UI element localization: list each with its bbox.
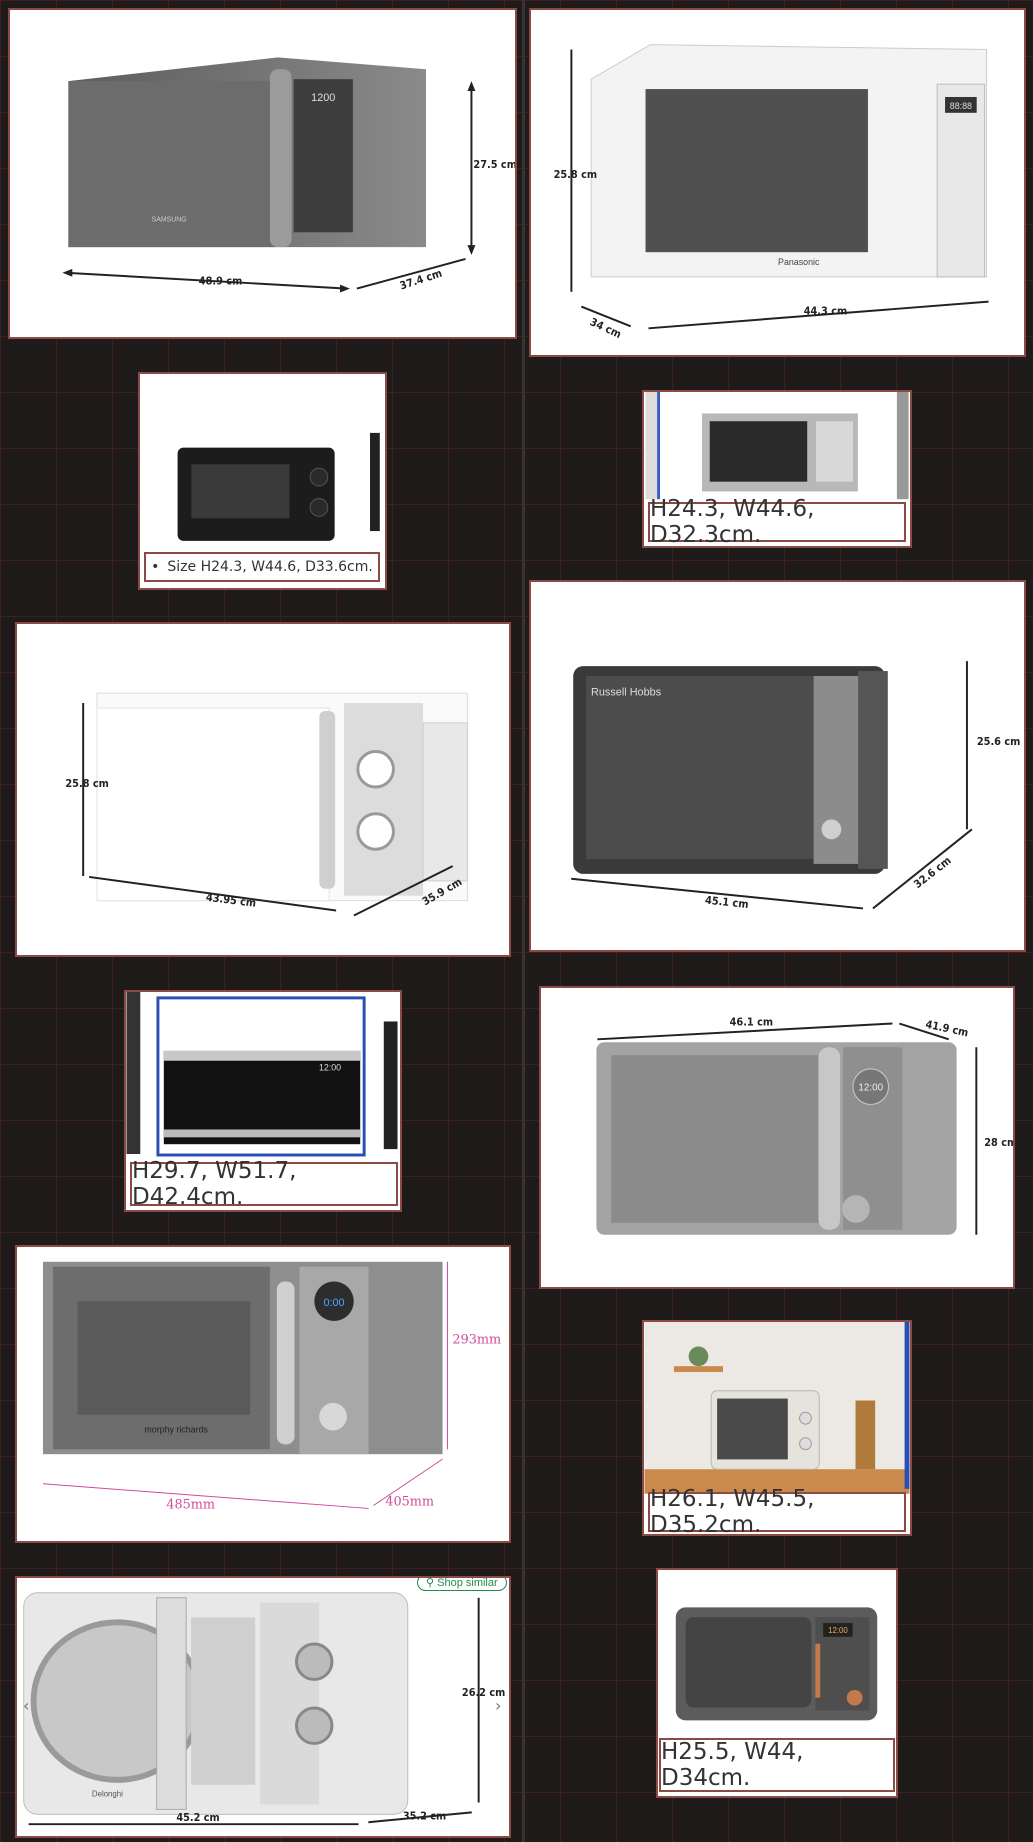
kitchen-scene-size-caption: H26.1, W45.5, D35.2cm.	[648, 1486, 906, 1534]
black-compact-size-text: Size H24.3, W44.6, D33.6cm.	[167, 559, 373, 575]
morphy-richards-microwave-card[interactable]: 0:00 morphy richards 293mm 485mm 405mm	[15, 1245, 511, 1543]
morphy-richards-microwave-image: 0:00 morphy richards 293mm 485mm 405mm	[42, 1261, 501, 1512]
white-dial-microwave-card[interactable]: 25.8 cm 43.95 cm 35.9 cm	[15, 622, 511, 957]
black-compact-size-caption: • Size H24.3, W44.6, D33.6cm.	[144, 552, 380, 582]
kitchen-scene-size-text: H26.1, W45.5, D35.2cm.	[650, 1486, 815, 1536]
copper-retro-size-text: H25.5, W44, D34cm.	[661, 1739, 804, 1791]
delonghi-logo: Delonghi	[92, 1790, 123, 1799]
black-flatbed-microwave-image: 12:00	[126, 992, 398, 1157]
panasonic-width-label: 44.3 cm	[804, 304, 847, 317]
samsung-display: 1200	[311, 92, 335, 104]
samsung-width-label: 48.9 cm	[199, 275, 242, 288]
chevron-right-icon[interactable]: ›	[495, 1696, 502, 1715]
samsung-microwave-image: 1200 SAMSUNG 27.5 cm 48.9 cm 37.4 cm	[62, 57, 515, 293]
bullet-icon: •	[151, 559, 160, 575]
russell-hobbs-height-label: 25.6 cm	[977, 735, 1021, 748]
russell-hobbs-logo: Russell Hobbs	[591, 687, 662, 699]
copper-retro-size-caption: H25.5, W44, D34cm.	[659, 1738, 895, 1792]
black-compact-microwave-image	[177, 432, 380, 541]
silver-compact-size-caption: H24.3, W44.6, D32.3cm.	[648, 496, 906, 546]
delonghi-depth-label: 35.2 cm	[403, 1809, 446, 1822]
panasonic-microwave-card[interactable]: 88:88 Panasonic 25.8 cm 34 cm 44.3 cm	[529, 8, 1026, 357]
black-flatbed-size-caption: H29.7, W51.7, D42.4cm.	[130, 1158, 398, 1210]
panasonic-height-label: 25.8 cm	[554, 168, 597, 181]
russell-hobbs-microwave-card[interactable]: Russell Hobbs 25.6 cm 45.1 cm 32.6 cm	[529, 580, 1026, 952]
panasonic-logo: Panasonic	[778, 257, 820, 267]
morphy-richards-width-label: 485mm	[166, 1497, 215, 1512]
morphy-richards-display: 0:00	[323, 1297, 344, 1309]
samsung-height-label: 27.5 cm	[473, 158, 515, 171]
morphy-richards-logo: morphy richards	[144, 1424, 208, 1434]
copper-retro-microwave-card[interactable]: 12:00 H25.5, W44, D34cm.	[656, 1568, 898, 1798]
silver-compact-microwave-card[interactable]: H24.3, W44.6, D32.3cm.	[642, 390, 912, 548]
delonghi-microwave-card[interactable]: Delonghi 26.2 cm 45.2 cm 35.2 cm ⚲ Shop …	[15, 1576, 511, 1838]
delonghi-microwave-image: Delonghi 26.2 cm 45.2 cm 35.2 cm	[23, 1592, 505, 1826]
black-flatbed-size-text: H29.7, W51.7, D42.4cm.	[132, 1158, 297, 1210]
silver-compact-size-text: H24.3, W44.6, D32.3cm.	[650, 496, 815, 548]
panasonic-microwave-image: 88:88 Panasonic 25.8 cm 34 cm 44.3 cm	[554, 44, 989, 341]
copper-retro-microwave-image: 12:00	[675, 1607, 878, 1721]
black-flatbed-display: 12:00	[319, 1063, 341, 1073]
chevron-left-icon[interactable]: ‹	[23, 1696, 30, 1715]
kitchen-scene-image	[644, 1322, 910, 1494]
samsung-microwave-card[interactable]: 1200 SAMSUNG 27.5 cm 48.9 cm 37.4 cm	[8, 8, 517, 339]
silver-compact-microwave-image	[645, 392, 909, 500]
black-compact-microwave-card[interactable]: • Size H24.3, W44.6, D33.6cm.	[138, 372, 387, 590]
shop-similar-text: Shop similar	[437, 1577, 498, 1589]
grey-dial-microwave-image: 12:00 46.1 cm 41.9 cm 28 cm	[596, 1015, 1013, 1235]
morphy-richards-depth-label: 405mm	[385, 1494, 434, 1509]
white-dial-microwave-image: 25.8 cm 43.95 cm 35.9 cm	[65, 692, 469, 917]
russell-hobbs-width-label: 45.1 cm	[704, 894, 749, 911]
samsung-logo: SAMSUNG	[152, 216, 187, 223]
grey-dial-microwave-card[interactable]: 12:00 46.1 cm 41.9 cm 28 cm	[539, 986, 1015, 1289]
delonghi-height-label: 26.2 cm	[462, 1686, 505, 1699]
black-flatbed-microwave-card[interactable]: 12:00 H29.7, W51.7, D42.4cm.	[124, 990, 402, 1212]
russell-hobbs-microwave-image: Russell Hobbs 25.6 cm 45.1 cm 32.6 cm	[571, 661, 1021, 911]
kitchen-scene-microwave-card[interactable]: H26.1, W45.5, D35.2cm.	[642, 1320, 912, 1536]
grey-dial-display: 12:00	[858, 1083, 883, 1094]
grey-dial-height-label: 28 cm	[984, 1136, 1013, 1149]
grey-dial-depth-label: 41.9 cm	[924, 1018, 969, 1040]
lens-icon: ⚲	[426, 1577, 435, 1589]
copper-retro-display: 12:00	[828, 1626, 848, 1635]
white-dial-height-label: 25.8 cm	[65, 777, 108, 790]
white-dial-width-label: 43.95 cm	[205, 891, 256, 910]
column-divider	[522, 0, 525, 1842]
panasonic-display: 88:88	[950, 101, 972, 111]
grey-dial-width-label: 46.1 cm	[730, 1015, 773, 1028]
delonghi-width-label: 45.2 cm	[176, 1811, 219, 1824]
morphy-richards-height-label: 293mm	[452, 1333, 501, 1348]
panasonic-depth-label: 34 cm	[588, 315, 623, 341]
shop-similar-button[interactable]: ⚲ Shop similar	[417, 1577, 507, 1591]
